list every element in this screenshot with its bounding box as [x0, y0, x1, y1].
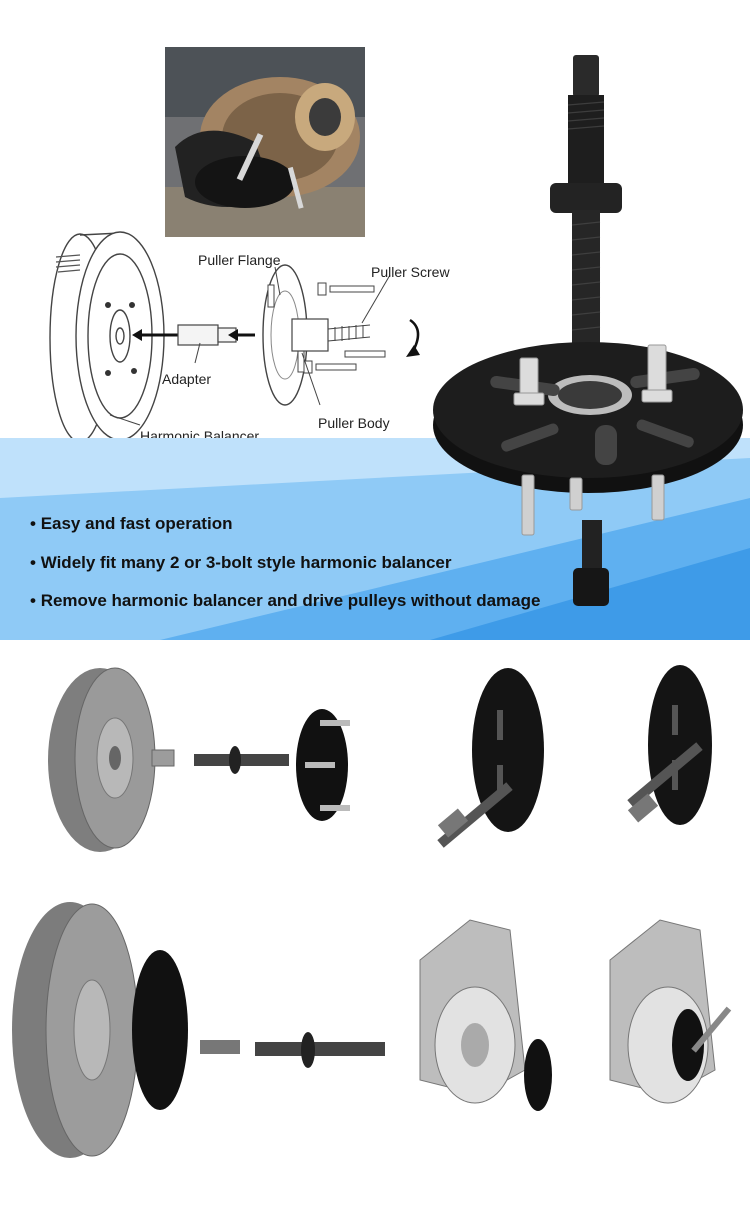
usage-photo: [165, 47, 365, 237]
feature-text: Remove harmonic balancer and drive pulle…: [40, 591, 541, 610]
puller-tool-image: [430, 50, 750, 620]
feature-bullet: • Remove harmonic balancer and drive pul…: [30, 591, 541, 610]
label-adapter: Adapter: [162, 371, 212, 387]
label-puller-flange: Puller Flange: [198, 252, 281, 268]
label-puller-body: Puller Body: [318, 415, 390, 431]
feature-text: Easy and fast operation: [40, 514, 233, 533]
feature-bullet: • Easy and fast operation: [30, 514, 233, 533]
usage-steps-illustration: [0, 650, 750, 1221]
label-puller-screw: Puller Screw: [371, 264, 450, 280]
feature-bullet: • Widely fit many 2 or 3-bolt style harm…: [30, 553, 452, 572]
feature-text: Widely fit many 2 or 3-bolt style harmon…: [40, 553, 452, 572]
